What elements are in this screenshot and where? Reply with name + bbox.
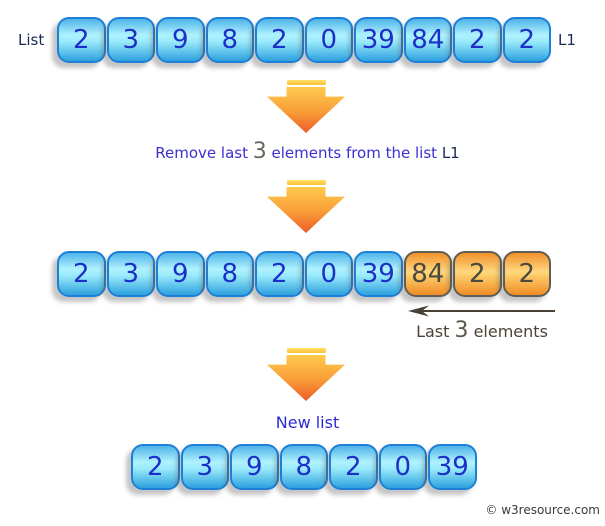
- down-arrow-body: [267, 87, 345, 133]
- list-box: 39: [428, 444, 477, 490]
- box-value: 0: [320, 25, 338, 55]
- box-value: 8: [221, 259, 239, 289]
- box-value: 84: [411, 259, 445, 289]
- box-value: 9: [171, 25, 189, 55]
- list-box: 8: [205, 17, 254, 63]
- list-right-label: L1: [558, 31, 576, 49]
- down-arrow-icon: [267, 180, 345, 233]
- box-value: 2: [518, 259, 536, 289]
- list-box: 3: [180, 444, 229, 490]
- box-value: 0: [320, 259, 338, 289]
- list-left-label: List: [18, 31, 45, 49]
- remove-caption-pre: Remove last: [155, 144, 253, 162]
- box-value: 8: [221, 25, 239, 55]
- box-value: 3: [122, 259, 140, 289]
- down-arrow-bar: [286, 348, 326, 353]
- list-box: 3: [106, 17, 155, 63]
- box-value: 9: [245, 452, 263, 482]
- box-value: 9: [171, 259, 189, 289]
- remove-caption: Remove last 3 elements from the list L1: [5, 139, 605, 164]
- remove-caption-listname: L1: [441, 144, 460, 162]
- list-box: 0: [378, 444, 427, 490]
- list-box: 2: [453, 251, 502, 297]
- list-box: 2: [502, 17, 551, 63]
- box-value: 2: [270, 25, 288, 55]
- box-value: 84: [411, 25, 445, 55]
- copyright: © w3resource.com: [485, 503, 600, 517]
- box-value: 3: [196, 452, 214, 482]
- down-arrow-bar: [286, 180, 326, 185]
- list-box: 3: [106, 251, 155, 297]
- list-box: 2: [329, 444, 378, 490]
- list-box: 2: [255, 17, 304, 63]
- remove-caption-post: elements from the list: [266, 144, 442, 162]
- box-value: 2: [146, 452, 164, 482]
- list-box: 9: [230, 444, 279, 490]
- new-list-caption: New list: [275, 413, 340, 432]
- list-box: 2: [453, 17, 502, 63]
- box-value: 8: [295, 452, 313, 482]
- down-arrow-body: [267, 355, 345, 401]
- left-arrow-icon: [408, 305, 555, 317]
- box-value: 39: [435, 452, 469, 482]
- box-value: 2: [270, 259, 288, 289]
- box-value: 2: [468, 259, 486, 289]
- list-box: 9: [156, 251, 205, 297]
- list-box: 2: [131, 444, 180, 490]
- list-box: 2: [57, 251, 106, 297]
- box-value: 2: [72, 259, 90, 289]
- last-caption-post: elements: [468, 322, 548, 341]
- last-caption-pre: Last: [416, 322, 455, 341]
- last-elements-caption: Last 3 elements: [402, 318, 562, 343]
- box-value: 2: [72, 25, 90, 55]
- box-value: 2: [344, 452, 362, 482]
- list-box: 2: [502, 251, 551, 297]
- list-box: 2: [57, 17, 106, 63]
- list-box: 39: [354, 251, 403, 297]
- list-box: 0: [304, 17, 353, 63]
- down-arrow-icon: [267, 80, 345, 133]
- box-value: 39: [361, 259, 395, 289]
- box-value: 3: [122, 25, 140, 55]
- box-value: 0: [394, 452, 412, 482]
- down-arrow-bar: [286, 80, 326, 85]
- box-value: 2: [518, 25, 536, 55]
- list-box: 8: [279, 444, 328, 490]
- down-arrow-icon: [267, 348, 345, 401]
- list-box: 84: [403, 251, 452, 297]
- list-box: 39: [354, 17, 403, 63]
- last-caption-count: 3: [454, 318, 469, 343]
- down-arrow-body: [267, 187, 345, 233]
- list-box: 84: [403, 17, 452, 63]
- list-box: 8: [205, 251, 254, 297]
- box-value: 39: [361, 25, 395, 55]
- remove-caption-count: 3: [252, 139, 267, 164]
- list-box: 2: [255, 251, 304, 297]
- list-box: 9: [156, 17, 205, 63]
- list-box: 0: [304, 251, 353, 297]
- box-value: 2: [468, 25, 486, 55]
